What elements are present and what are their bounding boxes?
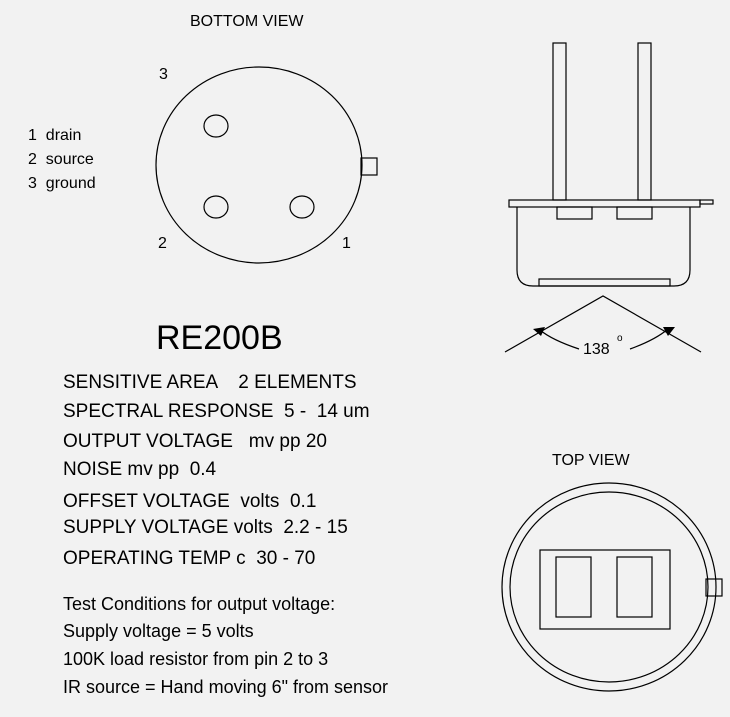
- pin-legend-source: 2 source: [28, 151, 94, 168]
- field-of-view-angle-unit: o: [617, 333, 623, 344]
- bottom-view-can-outline: [155, 66, 363, 264]
- side-view-element-right: [616, 206, 653, 220]
- top-view-can-inner: [509, 491, 709, 683]
- part-number: RE200B: [156, 319, 283, 357]
- test-condition-ir-source: IR source = Hand moving 6" from sensor: [63, 677, 389, 697]
- side-view-body: [516, 207, 691, 287]
- side-view-flange: [508, 199, 701, 208]
- test-condition-supply: Supply voltage = 5 volts: [63, 621, 254, 641]
- spec-sensitive-area: SENSITIVE AREA 2 ELEMENTS: [63, 372, 357, 393]
- angle-arc-right: [629, 328, 669, 350]
- pin-legend-drain: 1 drain: [28, 127, 82, 144]
- pin-3-hole: [203, 114, 229, 138]
- spec-spectral-response: SPECTRAL RESPONSE 5 - 14 um: [63, 401, 370, 422]
- top-view-element-right: [616, 556, 653, 618]
- top-view-drawing: [501, 482, 723, 692]
- bottom-view-drawing: [155, 66, 378, 264]
- top-view-tab: [705, 578, 723, 597]
- top-view-title: TOP VIEW: [552, 452, 630, 469]
- pin-legend-ground: 3 ground: [28, 175, 96, 192]
- bottom-view-tab: [360, 157, 378, 176]
- pin-3-label: 3: [159, 66, 168, 83]
- top-view-window: [539, 549, 671, 630]
- side-view-drawing: [504, 42, 714, 353]
- spec-offset-voltage: OFFSET VOLTAGE volts 0.1: [63, 491, 317, 512]
- pin-1-label: 1: [342, 235, 351, 252]
- spec-output-voltage: OUTPUT VOLTAGE mv pp 20: [63, 431, 327, 452]
- side-view-element-left: [556, 206, 593, 220]
- side-view-lead-left: [552, 42, 567, 201]
- side-view-window: [538, 278, 671, 287]
- spec-noise: NOISE mv pp 0.4: [63, 459, 217, 480]
- spec-operating-temp: OPERATING TEMP c 30 - 70: [63, 548, 316, 569]
- top-view-element-left: [555, 556, 592, 618]
- angle-arrowhead-left: [533, 327, 545, 336]
- pin-1-hole: [289, 195, 315, 219]
- bottom-view-title: BOTTOM VIEW: [190, 13, 304, 30]
- top-view-can-outer: [501, 482, 717, 692]
- test-conditions-heading: Test Conditions for output voltage:: [63, 594, 336, 614]
- angle-arrowhead-right: [663, 327, 675, 336]
- side-view-tab: [699, 199, 714, 205]
- pin-2-label: 2: [158, 235, 167, 252]
- test-condition-load: 100K load resistor from pin 2 to 3: [63, 649, 329, 669]
- field-of-view-angle-value: 138: [583, 341, 610, 358]
- spec-supply-voltage: SUPPLY VOLTAGE volts 2.2 - 15: [63, 517, 348, 538]
- angle-arc-left: [539, 329, 580, 350]
- side-view-lead-right: [637, 42, 652, 201]
- pin-2-hole: [203, 195, 229, 219]
